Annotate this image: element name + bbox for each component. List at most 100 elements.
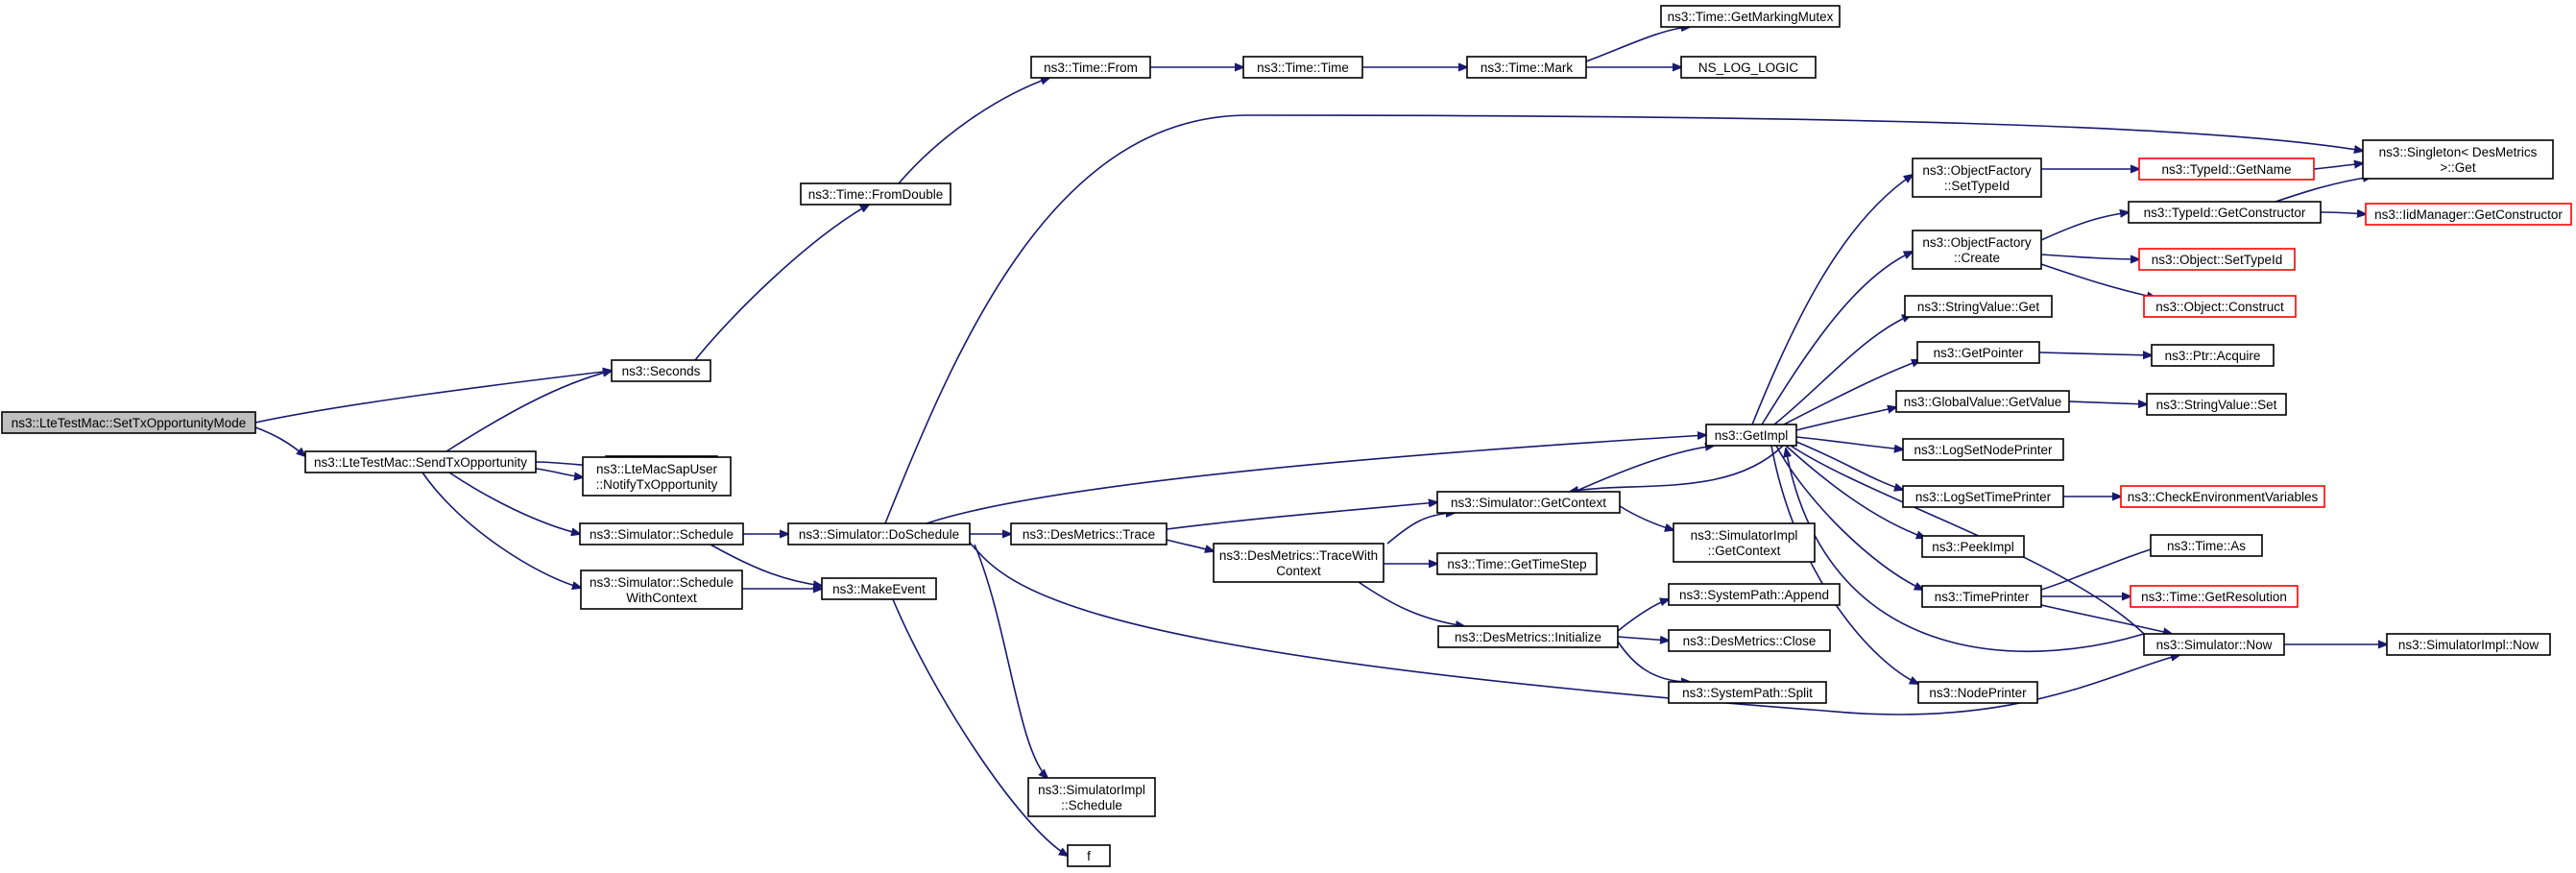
node-box bbox=[821, 577, 937, 600]
node-timeas[interactable]: ns3::Time::As bbox=[2150, 534, 2263, 557]
node-box bbox=[1904, 295, 2053, 318]
node-getresolution[interactable]: ns3::Time::GetResolution bbox=[2130, 585, 2299, 608]
node-label: ns3::Simulator::DoSchedule bbox=[799, 527, 959, 542]
node-desmtrace[interactable]: ns3::DesMetrics::Trace bbox=[1010, 522, 1168, 546]
nodes-layer: ns3::LteTestMac::SetTxOpportunityModens3… bbox=[1, 5, 2572, 867]
call-edge bbox=[2040, 263, 2155, 298]
node-box bbox=[800, 182, 951, 206]
call-edge bbox=[2040, 212, 2129, 241]
node-label: ns3::DesMetrics::TraceWith bbox=[1219, 548, 1378, 563]
call-edge bbox=[1795, 407, 1896, 431]
node-label: f bbox=[1087, 849, 1091, 863]
call-edge bbox=[254, 426, 305, 456]
node-label: ns3::ObjectFactory bbox=[1922, 163, 2032, 178]
call-edge bbox=[1785, 445, 1925, 538]
node-getpointer[interactable]: ns3::GetPointer bbox=[1916, 341, 2040, 364]
node-timeprinter[interactable]: ns3::TimePrinter bbox=[1921, 585, 2042, 608]
call-edge bbox=[1166, 539, 1214, 551]
call-edge bbox=[1795, 436, 1903, 449]
node-peekimpl[interactable]: ns3::PeekImpl bbox=[1921, 535, 2025, 558]
node-checkenv[interactable]: ns3::CheckEnvironmentVariables bbox=[2120, 485, 2325, 508]
node-stringvalueset[interactable]: ns3::StringValue::Set bbox=[2146, 393, 2287, 416]
node-box bbox=[2365, 203, 2572, 226]
node-timetime[interactable]: ns3::Time::Time bbox=[1242, 56, 1363, 79]
node-objconstruct[interactable]: ns3::Object::Construct bbox=[2143, 295, 2297, 318]
node-fromdouble[interactable]: ns3::Time::FromDouble bbox=[800, 182, 951, 206]
node-label: ::SetTypeId bbox=[1944, 179, 2010, 193]
node-box bbox=[1912, 158, 2042, 198]
node-typeidgetname[interactable]: ns3::TypeId::GetName bbox=[2138, 158, 2315, 181]
node-simschedule[interactable]: ns3::Simulator::Schedule bbox=[579, 522, 744, 546]
node-box bbox=[1436, 491, 1621, 514]
node-label: ns3::CheckEnvironmentVariables bbox=[2128, 490, 2319, 504]
node-label: ns3::TypeId::GetName bbox=[2161, 162, 2291, 177]
node-notifytx[interactable]: ns3::LteMacSapUser::NotifyTxOpportunity bbox=[582, 456, 732, 497]
node-logsettime[interactable]: ns3::LogSetTimePrinter bbox=[1902, 485, 2064, 508]
node-simimplnow[interactable]: ns3::SimulatorImpl::Now bbox=[2386, 633, 2551, 656]
node-stringvalueget[interactable]: ns3::StringValue::Get bbox=[1904, 295, 2053, 318]
node-label: ns3::Time::GetMarkingMutex bbox=[1668, 10, 1834, 24]
call-edge bbox=[1574, 446, 1714, 493]
node-box bbox=[1466, 56, 1587, 79]
node-box bbox=[2130, 585, 2299, 608]
node-root[interactable]: ns3::LteTestMac::SetTxOpportunityMode bbox=[1, 411, 256, 434]
call-edge bbox=[2038, 352, 2152, 355]
node-label: ns3::GetPointer bbox=[1934, 346, 2024, 360]
node-gettimestep[interactable]: ns3::Time::GetTimeStep bbox=[1436, 552, 1598, 575]
call-edge bbox=[969, 542, 2179, 715]
node-f[interactable]: f bbox=[1067, 844, 1111, 867]
node-makeevent[interactable]: ns3::MakeEvent bbox=[821, 577, 937, 600]
node-label: ns3::LogSetTimePrinter bbox=[1915, 490, 2052, 504]
node-label: ::NotifyTxOpportunity bbox=[596, 477, 718, 492]
node-simimplgetctx[interactable]: ns3::SimulatorImpl::GetContext bbox=[1673, 522, 1816, 563]
node-label: ns3::Simulator::GetContext bbox=[1451, 496, 1606, 510]
node-nodeprinter[interactable]: ns3::NodePrinter bbox=[1917, 681, 2038, 704]
node-sendtx[interactable]: ns3::LteTestMac::SendTxOpportunity bbox=[304, 450, 537, 473]
node-label: ns3::Simulator::Schedule bbox=[590, 575, 734, 590]
node-timemark[interactable]: ns3::Time::Mark bbox=[1466, 56, 1587, 79]
node-syssplit[interactable]: ns3::SystemPath::Split bbox=[1668, 681, 1827, 704]
node-ptracquire[interactable]: ns3::Ptr::Acquire bbox=[2151, 344, 2275, 367]
node-label: ns3::Simulator::Now bbox=[2156, 638, 2273, 652]
node-sysappend[interactable]: ns3::SystemPath::Append bbox=[1668, 583, 1841, 606]
node-typeidgetctor[interactable]: ns3::TypeId::GetConstructor bbox=[2128, 201, 2322, 224]
call-edge bbox=[1761, 252, 1913, 425]
node-singleton[interactable]: ns3::Singleton< DesMetrics >::Get bbox=[2362, 139, 2554, 180]
node-getcontext[interactable]: ns3::Simulator::GetContext bbox=[1436, 491, 1621, 514]
node-objsettypeid[interactable]: ns3::Object::SetTypeId bbox=[2138, 248, 2296, 271]
node-label: ns3::MakeEvent bbox=[832, 582, 926, 596]
node-seconds[interactable]: ns3::Seconds bbox=[611, 359, 711, 382]
call-edge bbox=[694, 205, 869, 361]
node-logsetnode[interactable]: ns3::LogSetNodePrinter bbox=[1902, 438, 2064, 461]
node-markingmutex[interactable]: ns3::Time::GetMarkingMutex bbox=[1660, 5, 1841, 28]
node-label: ns3::LteTestMac::SetTxOpportunityMode bbox=[12, 416, 247, 430]
node-desmclose[interactable]: ns3::DesMetrics::Close bbox=[1668, 629, 1831, 652]
node-globalvalue[interactable]: ns3::GlobalValue::GetValue bbox=[1895, 390, 2070, 413]
node-simnow[interactable]: ns3::Simulator::Now bbox=[2143, 633, 2285, 656]
call-edge bbox=[1386, 513, 1455, 545]
call-edge bbox=[2040, 254, 2139, 259]
node-label: ns3::Time::From bbox=[1044, 61, 1138, 75]
node-label: ns3::Time::Time bbox=[1257, 61, 1349, 75]
call-edge bbox=[448, 472, 580, 534]
call-edge bbox=[421, 472, 581, 588]
node-label: ns3::Time::GetTimeStep bbox=[1447, 557, 1586, 571]
node-nslog[interactable]: NS_LOG_LOGIC bbox=[1680, 56, 1817, 79]
node-iidmanager[interactable]: ns3::IidManager::GetConstructor bbox=[2365, 203, 2572, 226]
call-edge bbox=[1783, 360, 1920, 425]
node-label: ns3::Seconds bbox=[622, 364, 701, 378]
node-label: ns3::DesMetrics::Trace bbox=[1023, 527, 1155, 542]
node-ofcreate[interactable]: ns3::ObjectFactory::Create bbox=[1912, 230, 2042, 270]
node-getimpl[interactable]: ns3::GetImpl bbox=[1705, 424, 1797, 447]
call-edge bbox=[1166, 502, 1437, 530]
node-timefrom[interactable]: ns3::Time::From bbox=[1030, 56, 1151, 79]
node-ofsettypeid[interactable]: ns3::ObjectFactory::SetTypeId bbox=[1912, 158, 2042, 198]
node-desminit[interactable]: ns3::DesMetrics::Initialize bbox=[1437, 625, 1619, 648]
node-doschedule[interactable]: ns3::Simulator::DoSchedule bbox=[787, 522, 971, 546]
node-label: ns3::TypeId::GetConstructor bbox=[2144, 206, 2306, 220]
node-simimplsched[interactable]: ns3::SimulatorImpl::Schedule bbox=[1027, 777, 1156, 817]
node-box bbox=[1917, 681, 2038, 704]
